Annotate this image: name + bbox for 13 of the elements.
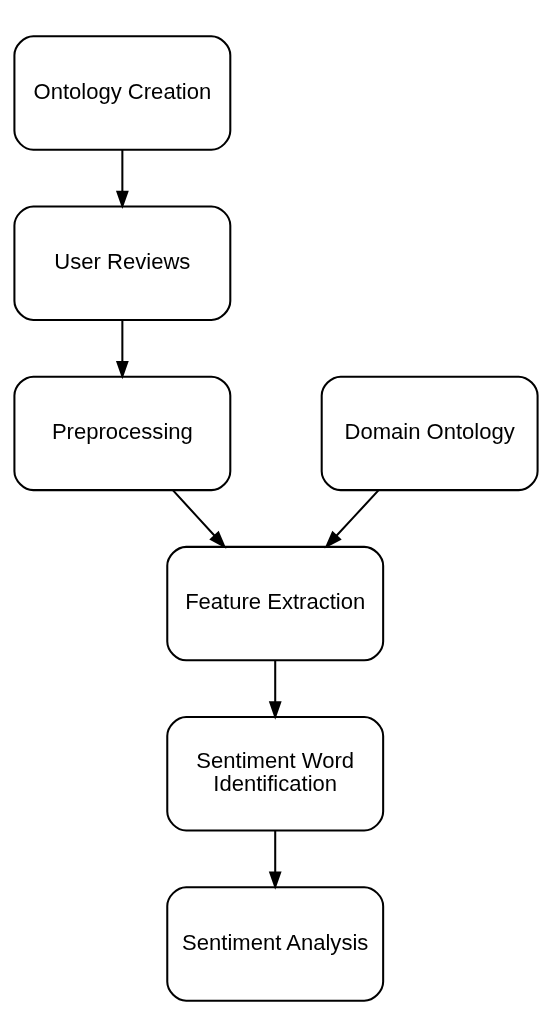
arrow [115, 319, 129, 379]
arrow [268, 659, 282, 720]
node-box: Preprocessing [13, 375, 232, 491]
node-box: Sentiment Word Identification [166, 715, 385, 832]
node-box: Sentiment Analysis [166, 885, 385, 1002]
arrow [172, 488, 227, 549]
node-box: Domain Ontology [320, 375, 539, 491]
node-box: Feature Extraction [166, 545, 385, 661]
node-box: User Reviews [13, 204, 232, 321]
arrow [115, 149, 129, 209]
arrow [268, 830, 282, 890]
arrow [324, 488, 380, 549]
node-box: Ontology Creation [13, 34, 232, 151]
